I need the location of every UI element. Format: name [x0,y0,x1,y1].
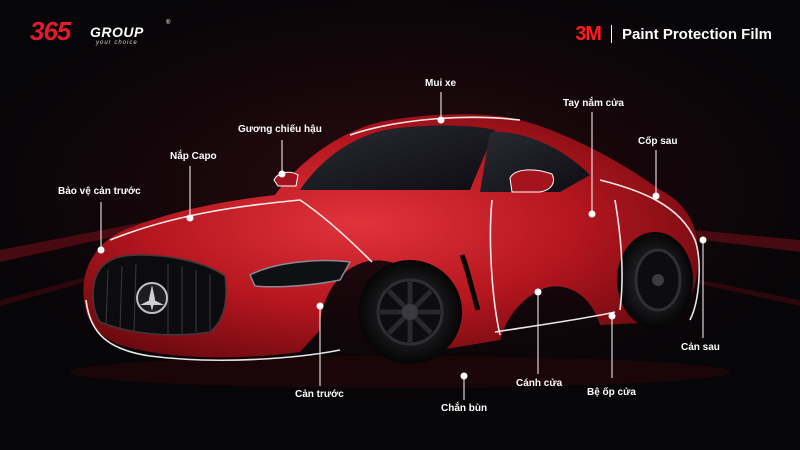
callout-dot [186,214,194,222]
label-rocker: Bệ ốp cửa [587,387,636,398]
grille-bars [105,263,211,334]
callout-dot [588,210,596,218]
label-hood: Nắp Capo [170,151,217,162]
brand-title: Paint Protection Film [621,25,772,43]
callout-dots [97,116,707,380]
label-fender: Chắn bùn [441,403,488,414]
label-front-bumper: Cản trước [295,389,344,400]
label-rear-bumper: Cản sau [681,342,720,353]
headlight [249,259,352,288]
callout-dot [97,246,105,254]
rear-wheel [617,232,693,328]
side-mirror [509,169,554,193]
label-mirror: Gương chiếu hậu [238,124,322,135]
callout-dot [437,116,445,124]
star-emblem-icon [140,285,164,311]
label-door: Cánh cửa [516,378,563,389]
company-logo: 365 GROUP your choice ® [30,18,180,52]
left-mirror [273,171,299,187]
brand-mark: 3M [575,22,602,45]
front-wheel [358,260,462,364]
label-roof: Mui xe [425,78,457,89]
logo-registered-mark: ® [166,20,171,26]
windshield [300,125,495,190]
callout-dot [652,192,660,200]
ppf-outlines [85,116,700,362]
logo-group-text: GROUP [90,24,144,40]
brand-header: 3M Paint Protection Film [575,22,772,45]
label-trunk: Cốp sau [638,136,678,147]
side-window [480,131,590,192]
side-vent [459,254,481,311]
callout-dot [460,372,468,380]
leader-lines [100,92,704,400]
floor-shadow [70,356,730,388]
callout-dot [278,170,286,178]
label-door-handle: Tay nắm cửa [563,98,624,109]
callout-dot [699,236,707,244]
logo-tagline: your choice [96,40,138,46]
callout-dot [534,288,542,296]
label-front-bumper-guard: Bảo vệ cản trước [58,186,141,197]
callout-dot [316,302,324,310]
logo-number: 365 [30,16,71,46]
callout-dot [608,312,616,320]
brand-divider [610,25,612,43]
